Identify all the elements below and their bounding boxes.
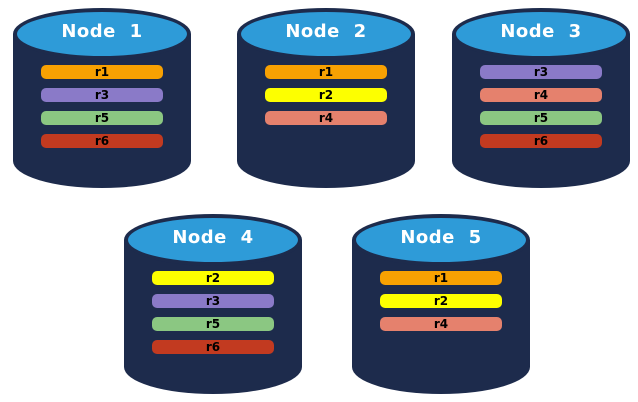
replica-list: r3 r4 r5 r6 — [480, 65, 602, 148]
replica-bar-r3: r3 — [480, 65, 602, 79]
replica-bar-r6: r6 — [152, 340, 274, 354]
replica-bar-r2: r2 — [152, 271, 274, 285]
database-cylinder-top — [13, 8, 191, 60]
replica-bar-r5: r5 — [152, 317, 274, 331]
replica-bar-r5: r5 — [41, 111, 163, 125]
replica-bar-r2: r2 — [265, 88, 387, 102]
replica-bar-r3: r3 — [152, 294, 274, 308]
replica-bar-r2: r2 — [380, 294, 502, 308]
replica-label: r3 — [533, 65, 549, 79]
database-cylinder-top — [237, 8, 415, 60]
replica-label: r3 — [205, 294, 221, 308]
replica-bar-r4: r4 — [380, 317, 502, 331]
replica-bar-r1: r1 — [41, 65, 163, 79]
replica-bar-r4: r4 — [480, 88, 602, 102]
replica-bar-r6: r6 — [480, 134, 602, 148]
replica-bar-r6: r6 — [41, 134, 163, 148]
replica-label: r6 — [205, 340, 221, 354]
replica-label: r1 — [318, 65, 334, 79]
node-cylinder-5: Node 5 r1 r2 r4 — [352, 214, 530, 394]
replica-bar-r1: r1 — [380, 271, 502, 285]
replica-label: r5 — [533, 111, 549, 125]
replica-label: r5 — [205, 317, 221, 331]
node-cylinder-3: Node 3 r3 r4 r5 r6 — [452, 8, 630, 188]
node-label: Node 4 — [172, 227, 254, 248]
replica-label: r4 — [533, 88, 549, 102]
replica-label: r2 — [433, 294, 449, 308]
replica-list: r1 r3 r5 r6 — [41, 65, 163, 148]
node-cylinder-1: Node 1 r1 r3 r5 r6 — [13, 8, 191, 188]
node-label: Node 1 — [61, 21, 143, 42]
replica-label: r2 — [205, 271, 221, 285]
replica-bar-r1: r1 — [265, 65, 387, 79]
replica-label: r6 — [94, 134, 110, 148]
replica-label: r5 — [94, 111, 110, 125]
replica-label: r4 — [318, 111, 334, 125]
node-cylinder-4: Node 4 r2 r3 r5 r6 — [124, 214, 302, 394]
replica-label: r6 — [533, 134, 549, 148]
replica-label: r1 — [433, 271, 449, 285]
database-cylinder-top — [352, 214, 530, 266]
replica-list: r1 r2 r4 — [380, 271, 502, 331]
database-cylinder-top — [452, 8, 630, 60]
replica-label: r4 — [433, 317, 449, 331]
node-label: Node 2 — [285, 21, 367, 42]
replica-bar-r5: r5 — [480, 111, 602, 125]
replica-label: r1 — [94, 65, 110, 79]
node-label: Node 5 — [400, 227, 482, 248]
replica-list: r1 r2 r4 — [265, 65, 387, 125]
database-cylinder-top — [124, 214, 302, 266]
replica-list: r2 r3 r5 r6 — [152, 271, 274, 354]
node-cylinder-2: Node 2 r1 r2 r4 — [237, 8, 415, 188]
replica-bar-r3: r3 — [41, 88, 163, 102]
replica-label: r2 — [318, 88, 334, 102]
node-label: Node 3 — [500, 21, 582, 42]
replica-bar-r4: r4 — [265, 111, 387, 125]
replica-label: r3 — [94, 88, 110, 102]
